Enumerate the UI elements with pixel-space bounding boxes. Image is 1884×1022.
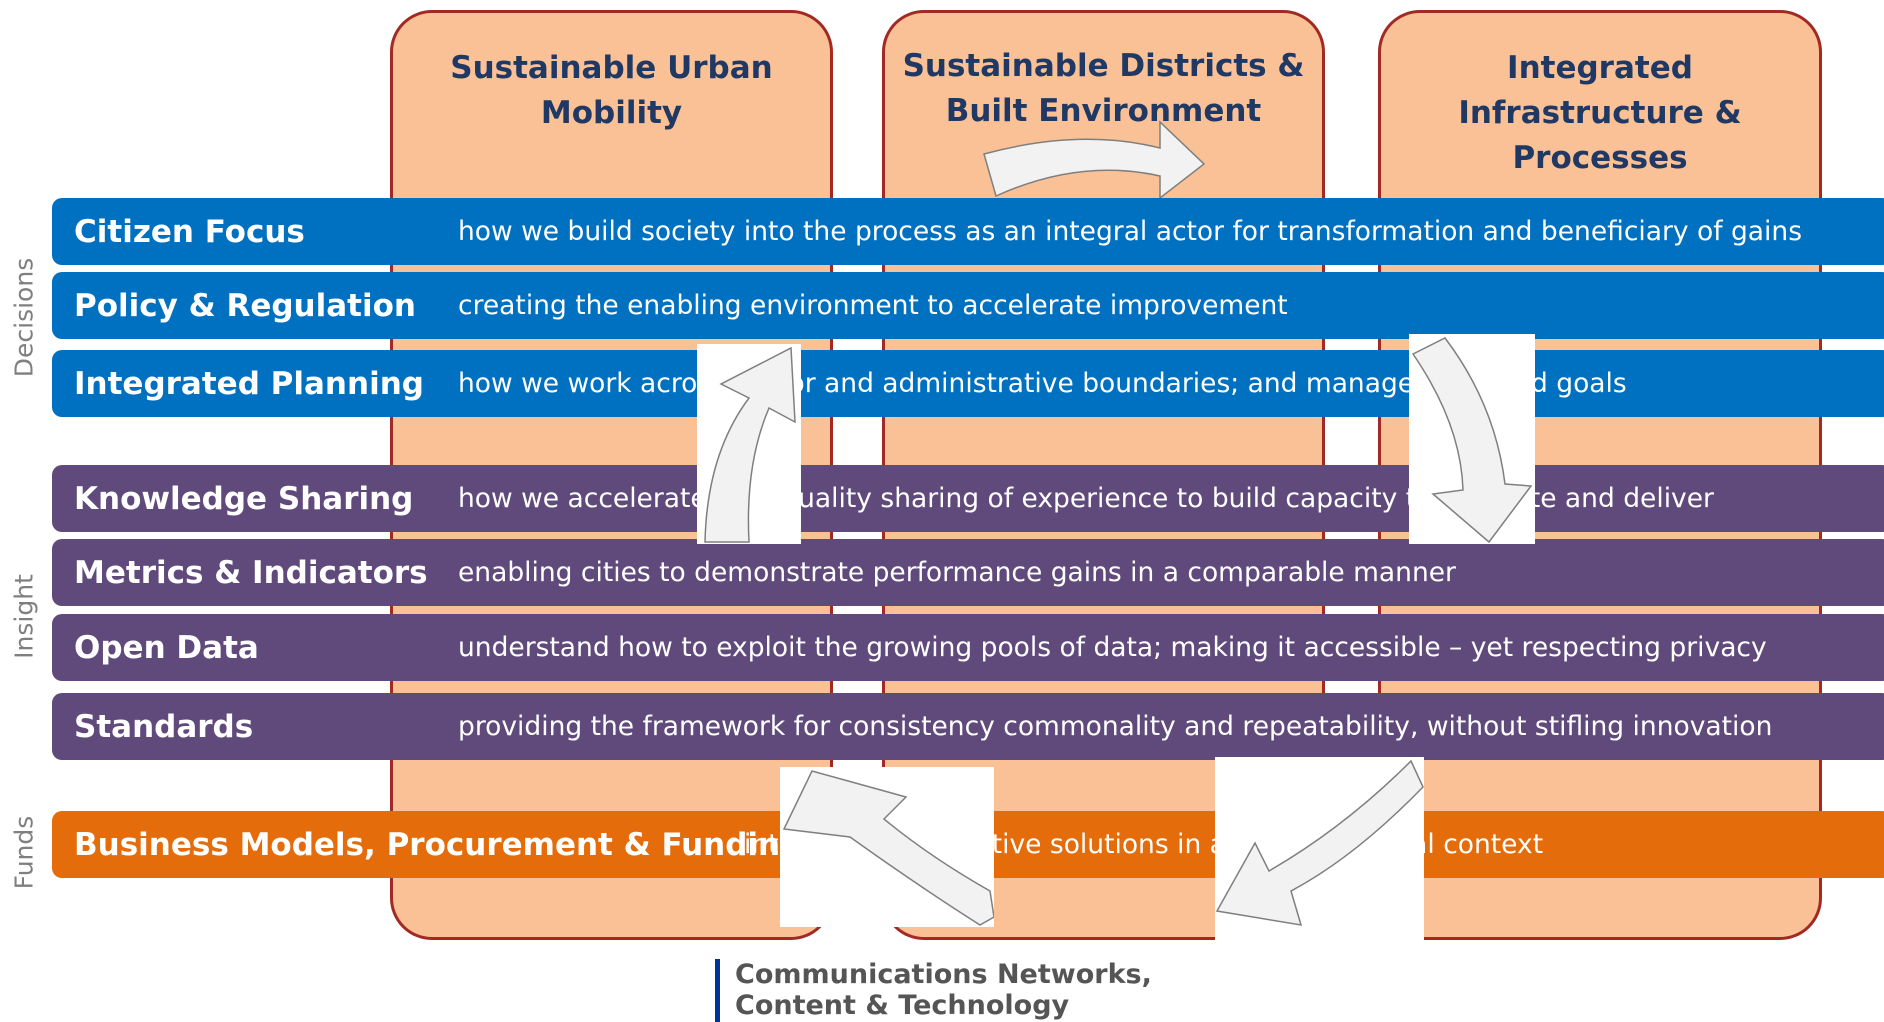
curved-arrow-down-icon [1411,337,1533,544]
bar-description: providing the framework for consistency … [458,711,1773,742]
bar-policy-regulation: Policy & Regulation creating the enablin… [52,272,1884,339]
bar-label: Knowledge Sharing [74,480,414,517]
bar-description: creating the enabling environment to acc… [458,290,1288,321]
pillar-title: Integrated Infrastructure & Processes [1458,50,1742,176]
pillar-title: Sustainable Districts & Built Environmen… [902,48,1305,129]
cycle-arrow-left-bottom [780,767,994,927]
bar-description: enabling cities to demonstrate performan… [458,557,1456,588]
bar-description: how we build society into the process as… [458,216,1803,247]
bar-citizen-focus: Citizen Focus how we build society into … [52,198,1884,265]
bar-label: Integrated Planning [74,365,424,402]
logo-line-1: Communications Networks, [735,959,1152,990]
bar-label: Business Models, Procurement & Funding [74,826,803,863]
bar-description: understand how to exploit the growing po… [458,632,1767,663]
cycle-arrow-top [980,114,1208,200]
bar-integrated-planning: Integrated Planning how we work across s… [52,350,1884,417]
bar-knowledge-sharing: Knowledge Sharing how we accelerate high… [52,465,1884,532]
bar-open-data: Open Data understand how to exploit the … [52,614,1884,681]
bar-label: Metrics & Indicators [74,554,428,591]
bar-metrics-indicators: Metrics & Indicators enabling cities to … [52,539,1884,606]
curved-arrow-up-left-icon [782,770,994,926]
curved-arrow-right-icon [983,120,1206,200]
curved-arrow-down-left-icon [1215,759,1424,926]
group-label-funds: Funds [9,815,39,890]
cycle-arrow-right-bottom [1215,757,1424,941]
curved-arrow-up-icon [704,346,796,543]
cycle-arrow-right-down [1409,334,1535,544]
bar-label: Standards [74,708,254,745]
bar-standards: Standards providing the framework for co… [52,693,1884,760]
bar-label: Citizen Focus [74,213,305,250]
logo-accent-bar [715,959,720,1022]
group-label-decisions: Decisions [9,257,39,378]
pillar-title: Sustainable Urban Mobility [450,50,773,131]
logo-line-2: Content & Technology [735,990,1070,1021]
bar-label: Open Data [74,629,259,666]
bar-label: Policy & Regulation [74,287,416,324]
dg-connect-logo: Communications Networks, Content & Techn… [705,957,1152,1022]
cycle-arrow-left-up [697,344,801,544]
group-label-insight: Insight [9,574,39,659]
